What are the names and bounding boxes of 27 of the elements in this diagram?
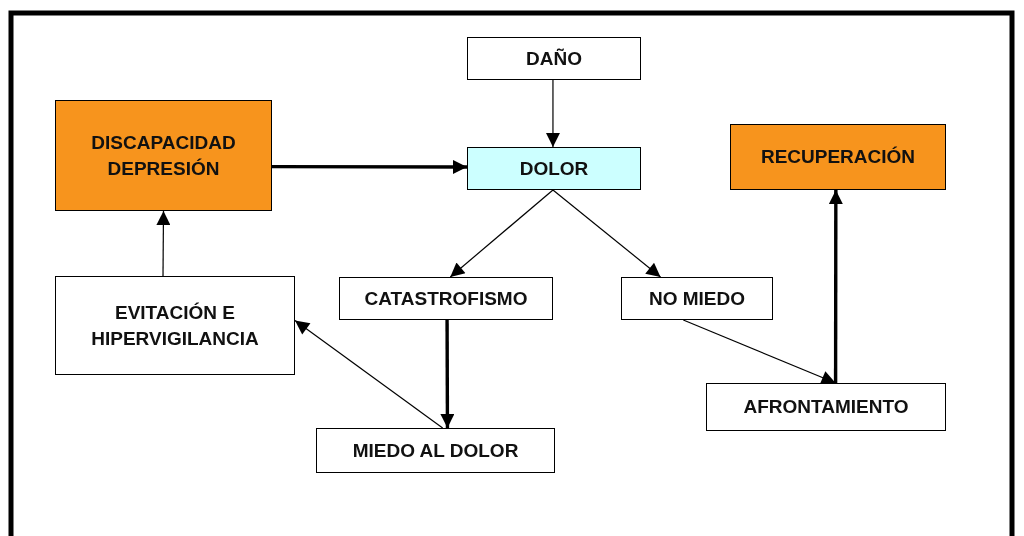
box-label: NO MIEDO (648, 286, 746, 311)
process-box (316, 428, 555, 473)
arrow (449, 189, 554, 278)
central-box (467, 147, 641, 190)
outcome-box (55, 100, 272, 211)
arrow (552, 189, 662, 278)
arrow (156, 210, 171, 277)
box-label: AFRONTAMIENTO (743, 395, 909, 420)
process-box (55, 276, 295, 375)
box-label: DISCAPACIDAD DEPRESIÓN (90, 130, 237, 181)
process-box (467, 37, 641, 80)
arrow (440, 320, 455, 428)
box-label: EVITACIÓN E HIPERVIGILANCIA (90, 300, 260, 351)
box-label: DAÑO (526, 46, 582, 71)
outcome-box (730, 124, 946, 190)
arrow (682, 319, 837, 385)
box-label: DOLOR (519, 156, 589, 181)
process-box (621, 277, 773, 320)
box-label: MIEDO AL DOLOR (352, 438, 519, 463)
arrow (545, 79, 560, 148)
process-box (339, 277, 553, 320)
arrow (272, 159, 467, 174)
box-label: RECUPERACIÓN (760, 145, 916, 170)
box-label: CATASTROFISMO (364, 286, 528, 311)
arrow (828, 190, 843, 383)
process-box (706, 383, 946, 431)
arrow (294, 319, 444, 429)
